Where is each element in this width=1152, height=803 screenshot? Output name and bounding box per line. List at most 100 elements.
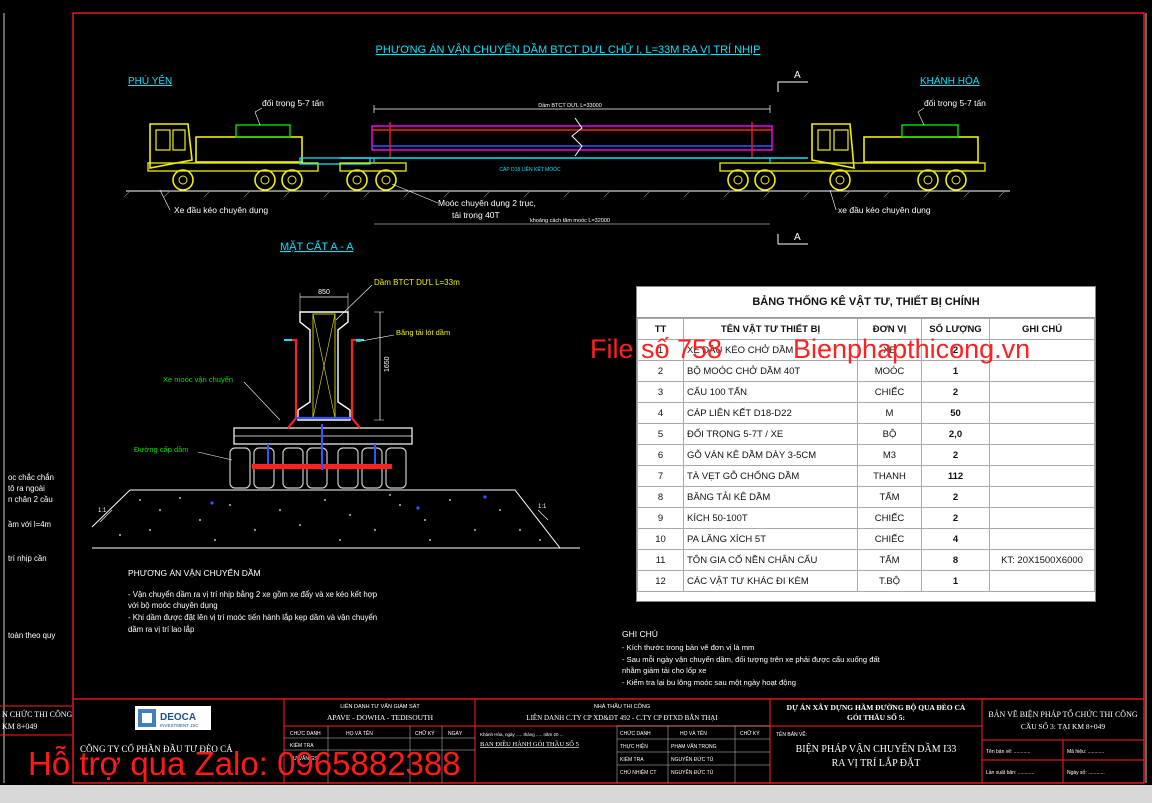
table-cell: 4 <box>637 402 684 424</box>
note-line-2: - Sau mỗi ngày vận chuyển dầm, đối tượng… <box>622 655 881 664</box>
section-title: MẶT CẮT A - A <box>280 240 354 253</box>
table-cell: 50 <box>921 402 990 424</box>
table-cell: 10 <box>637 528 684 550</box>
sec-height-dim: 1650 <box>384 356 391 372</box>
table-cell: 2,0 <box>921 423 990 445</box>
tb-sheet-line-2: RA VỊ TRÍ LẮP ĐẶT <box>832 756 921 769</box>
tb-contractor-board: BAN ĐIỀU HÀNH GÓI THẦU SỐ 5 <box>480 740 579 748</box>
table-cell: 7 <box>637 465 684 487</box>
tb-staff-role-3: CHỦ NHIỆM CT <box>620 768 656 776</box>
tb-sheet-line-1: BIỆN PHÁP VẬN CHUYỂN DẦM I33 <box>796 742 957 755</box>
sec-trailer-label: Xe moóc vận chuyển <box>163 375 233 384</box>
table-cell: TÔN GIA CỐ NỀN CHÂN CẨU <box>683 549 858 571</box>
connector-label: CÁP D18 LIÊN KẾT MOÓC <box>499 165 561 173</box>
tb-right-line-1: BẢN VẼ BIỆN PHÁP TỔ CHỨC THI CÔNG <box>988 709 1137 719</box>
sec-width-dim: 850 <box>318 289 330 296</box>
table-title: BẢNG THỐNG KÊ VẬT TƯ, THIẾT BỊ CHÍNH <box>637 287 1095 318</box>
table-cell: CÁP LIÊN KẾT D18-D22 <box>683 402 858 424</box>
table-cell: 1 <box>921 570 990 592</box>
svg-text:A: A <box>794 232 801 243</box>
tb-staff-name-2: NGUYỄN ĐỨC TÚ <box>671 756 714 763</box>
watermark-site: Bienphapthicong.vn <box>793 334 1031 364</box>
table-cell: 3 <box>637 381 684 403</box>
drawing-frame <box>72 12 1145 784</box>
tb-project-line-2: GÓI THẦU SỐ 5: <box>847 712 905 722</box>
sec-beam-label: Dầm BTCT DƯL L=33m <box>374 278 460 287</box>
tb-staff-name-3: NGUYỄN ĐỨC TÚ <box>671 769 714 776</box>
plan-line-1: - Vận chuyển dầm ra vị trí nhịp bằng 2 x… <box>128 590 378 599</box>
tb-consult-col-1: CHỨC DANH <box>290 730 321 737</box>
slope-right-label: 1:1 <box>538 504 547 510</box>
tb-meta-1: Tên bản vẽ: ............ <box>986 749 1030 755</box>
table-cell: 11 <box>637 549 684 571</box>
table-cell <box>989 402 1095 424</box>
plan-line-4: dầm ra vị trí lao lắp <box>128 625 195 634</box>
svg-text:INVESTMENT JSC: INVESTMENT JSC <box>160 723 199 728</box>
tb-consult-head: LIÊN DANH TƯ VẤN GIÁM SÁT <box>340 702 420 710</box>
table-header-row: TT TÊN VẬT TƯ THIẾT BỊ ĐƠN VỊ SỐ LƯỢNG G… <box>637 318 1095 340</box>
left-note-2: tô ra ngoài <box>8 484 45 493</box>
table-cell <box>989 528 1095 550</box>
table-cell: CHIẾC <box>857 528 922 550</box>
truck-right-label: xe đầu kéo chuyên dụng <box>838 205 931 215</box>
section-mark-bottom: A <box>777 232 808 245</box>
left-note-6: toàn theo quy <box>8 631 55 640</box>
note-line-3: nhằm giảm tải cho lốp xe <box>622 666 706 675</box>
table-cell: KT: 20X1500X6000 <box>989 549 1095 571</box>
sec-band-label: Băng tải lót dầm <box>396 328 450 337</box>
table-cell: 2 <box>921 507 990 529</box>
tb-consult-row-2: TƯ VẤN GS <box>290 755 318 762</box>
tb-project-line-1: DỰ ÁN XÂY DỰNG HẦM ĐƯỜNG BỘ QUA ĐÈO CẢ <box>787 702 966 712</box>
tb-consult-col-3: CHỮ KÝ <box>415 730 435 737</box>
truck-left-label: Xe đầu kéo chuyên dụng <box>174 205 268 215</box>
table-grid: TT TÊN VẬT TƯ THIẾT BỊ ĐƠN VỊ SỐ LƯỢNG G… <box>637 318 1095 592</box>
table-cell: M3 <box>857 444 922 466</box>
trailer-gap-label: khoảng cách tâm moóc L=32000 <box>530 218 610 224</box>
note-title: GHI CHÚ <box>622 629 658 639</box>
table-cell: CẨU 100 TẤN <box>683 381 858 403</box>
note-line-4: - Kiểm tra lại bu lông moóc sau một ngày… <box>622 678 796 687</box>
table-cell: 8 <box>637 486 684 508</box>
table-cell: 2 <box>921 381 990 403</box>
material-table: BẢNG THỐNG KÊ VẬT TƯ, THIẾT BỊ CHÍNH TT … <box>636 286 1096 602</box>
title-block-grid <box>284 725 770 783</box>
left-trailer-dolly <box>339 162 407 191</box>
table-cell: 112 <box>921 465 990 487</box>
plan-line-3: - Khi dầm được đặt lên vị trí moóc tiến … <box>128 613 377 622</box>
table-cell <box>989 486 1095 508</box>
tb-company: CÔNG TY CỔ PHẦN ĐẦU TƯ ĐÈO CẢ <box>80 744 233 754</box>
trailer-label-2: tải trọng 40T <box>452 210 500 220</box>
left-place-label: PHÚ YÊN <box>128 74 172 87</box>
left-note-5: trí nhịp cần <box>8 554 47 563</box>
table-cell <box>989 465 1095 487</box>
table-cell: 4 <box>921 528 990 550</box>
left-note-1: oc chắc chắn <box>8 473 54 482</box>
watermark-file-number: File số 758 <box>590 334 723 364</box>
svg-text:DEOCA: DEOCA <box>160 712 196 723</box>
table-cell <box>989 507 1095 529</box>
tb-sheet-label: TÊN BẢN VẼ: <box>776 730 807 738</box>
table-cell: BỘ <box>857 423 922 445</box>
table-cell: 5 <box>637 423 684 445</box>
counterweight-right-label: đối trọng 5-7 tấn <box>924 98 986 108</box>
table-cell: 12 <box>637 570 684 592</box>
table-cell: KÍCH 50-100T <box>683 507 858 529</box>
tb-staff-name-1: PHẠM VĂN TRỌNG <box>671 743 717 750</box>
beam-length-label: Dầm BTCT DƯL L=33000 <box>538 103 602 109</box>
right-tractor-truck <box>719 123 986 191</box>
svg-text:A: A <box>794 70 801 81</box>
left-note-3: n chân 2 cầu <box>8 495 53 504</box>
concrete-beam <box>340 105 808 164</box>
table-cell: PA LĂNG XÍCH 5T <box>683 528 858 550</box>
table-cell: T.BỘ <box>857 570 922 592</box>
table-cell: TẤM <box>857 486 922 508</box>
ground-hatch <box>123 190 1006 198</box>
